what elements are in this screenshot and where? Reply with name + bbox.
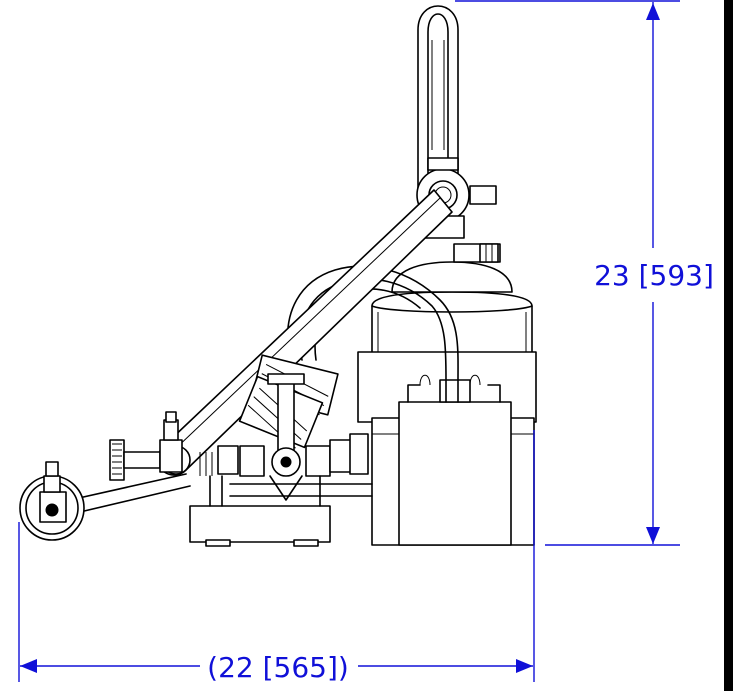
width-dimension: [18, 430, 535, 682]
wheel-assembly: [19, 461, 191, 541]
lifting-handle: [417, 5, 459, 201]
regulator-knob: [109, 411, 183, 481]
valve-manifold: [199, 354, 369, 501]
tank: [371, 261, 533, 357]
border-edge: [724, 0, 733, 691]
control-box: [398, 374, 512, 546]
height-dimension-label: 23 [593]: [594, 259, 714, 292]
cart-base: [189, 475, 373, 547]
height-dimension: [455, 0, 680, 546]
width-dimension-label: (22 [565]): [207, 651, 349, 684]
